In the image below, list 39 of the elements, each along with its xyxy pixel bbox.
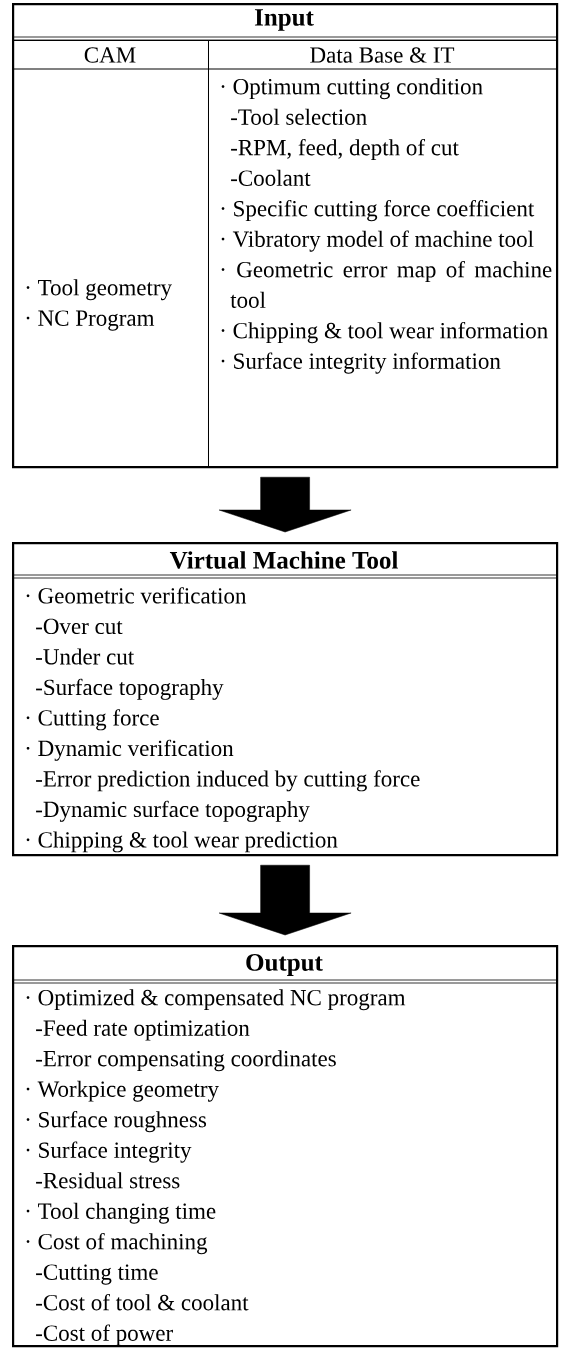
list-item: -Cutting time <box>36 1264 158 1285</box>
list-item: -Under cut <box>36 648 135 665</box>
list-item: -Cost of power <box>36 1324 173 1346</box>
block-arrow <box>218 476 352 533</box>
list-item: · Chipping & tool wear prediction <box>26 831 338 853</box>
box-heading: Input <box>254 9 314 31</box>
list-item: -Coolant <box>231 169 311 186</box>
list-item: -Error prediction induced by cutting force <box>36 770 420 792</box>
list-item: · Workpice geometry <box>26 1080 219 1102</box>
list-item: · Geometric verification <box>26 587 247 604</box>
box-heading: Output <box>246 954 323 976</box>
list-item: -Surface topography <box>36 678 224 700</box>
list-item: · NC Program <box>26 310 155 331</box>
list-item: -Feed rate optimization <box>36 1019 250 1041</box>
list-item: · Optimized & compensated NC program <box>26 989 406 1011</box>
list-item: -Cost of tool & coolant <box>36 1293 249 1311</box>
list-item: -Dynamic surface topography <box>36 800 310 822</box>
list-item: · Optimum cutting condition <box>221 78 483 100</box>
list-item: · Cost of machining <box>26 1232 208 1255</box>
list-item: -Over cut <box>36 618 123 635</box>
list-item: · Surface integrity <box>26 1141 192 1163</box>
list-item: -Residual stress <box>36 1172 180 1189</box>
list-item: · Specific cutting force coefficient <box>221 200 535 222</box>
list-item: -Tool selection <box>231 108 367 125</box>
box-heading: Virtual Machine Tool <box>169 551 398 569</box>
list-item: -Error compensating coordinates <box>36 1050 336 1072</box>
list-item: · Surface roughness <box>26 1110 207 1133</box>
block-arrow <box>218 864 352 936</box>
column-header: CAM <box>84 47 136 63</box>
list-item: · Vibratory model of machine tool <box>221 230 534 252</box>
list-item: · Chipping & tool wear information <box>221 322 548 344</box>
column-header: Data Base & IT <box>310 47 455 63</box>
list-item: · Tool changing time <box>26 1202 216 1224</box>
list-item: · Tool geometry <box>26 279 172 301</box>
list-item: · Surface integrity information <box>221 352 501 374</box>
list-item: · Cutting force <box>26 709 159 731</box>
list-item: · Dynamic verification <box>26 739 234 761</box>
list-item: · Geometric error map of machine tool <box>221 261 552 308</box>
list-item: -RPM, feed, depth of cut <box>231 139 459 161</box>
